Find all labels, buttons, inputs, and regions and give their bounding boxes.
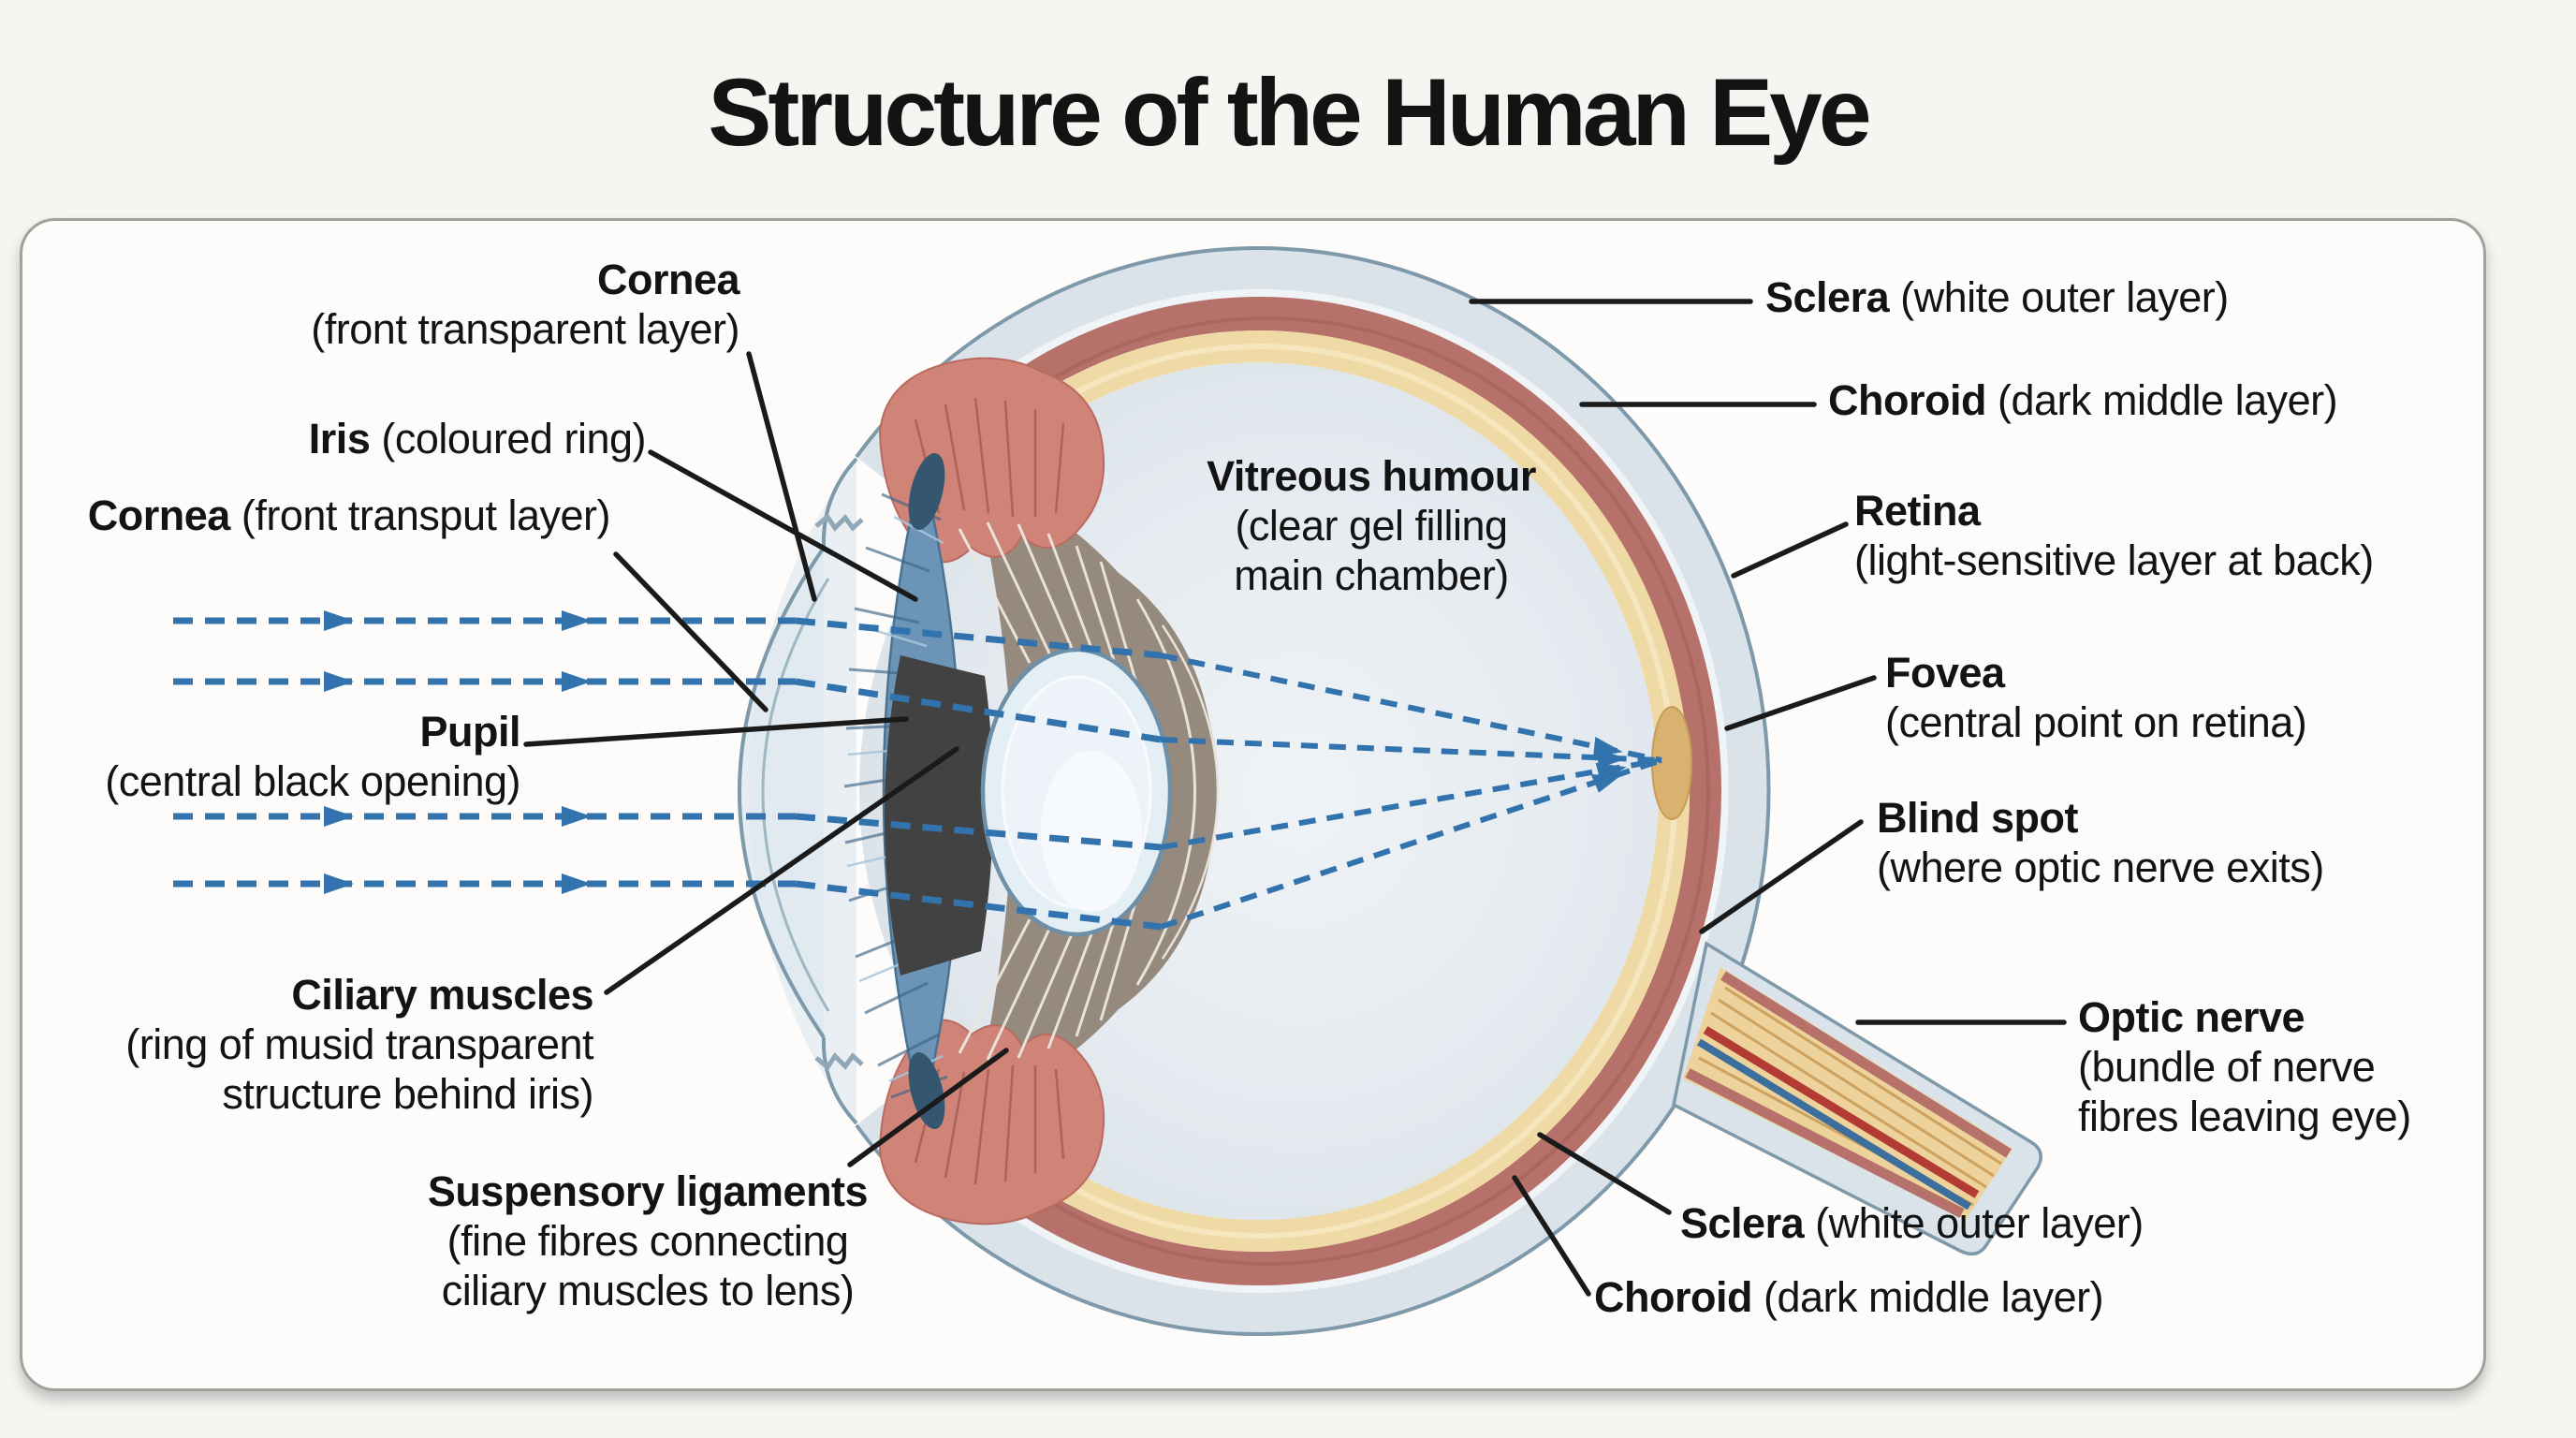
converging-rays — [1160, 653, 1662, 930]
label-retina: Retina (light-sensitive layer at back) — [1854, 486, 2374, 585]
label-suspensory: Suspensory ligaments (fine fibres connec… — [395, 1167, 900, 1315]
label-fovea-desc: (central point on retina) — [1885, 698, 2307, 746]
label-suspensory-desc1: (fine fibres connecting — [446, 1217, 849, 1265]
label-blind-spot: Blind spot (where optic nerve exits) — [1877, 793, 2324, 892]
leader-retina — [1731, 521, 1849, 579]
leader-sclera-bottom — [1537, 1132, 1672, 1215]
limbus-squiggle-bottom — [814, 1052, 864, 1071]
label-vitreous: Vitreous humour (clear gel filling main … — [1165, 451, 1577, 600]
label-sclera-bottom-desc: (white outer layer) — [1815, 1199, 2144, 1247]
label-blind-spot-name: Blind spot — [1877, 794, 2078, 842]
label-choroid-bottom-desc: (dark middle layer) — [1763, 1273, 2104, 1321]
label-suspensory-desc2: ciliary muscles to lens) — [441, 1267, 855, 1314]
iris-root-bottom — [908, 1052, 945, 1129]
label-suspensory-name: Suspensory ligaments — [427, 1167, 869, 1215]
label-cornea-front-desc: (front transparent layer) — [311, 305, 739, 353]
page-title: Structure of the Human Eye — [708, 59, 1871, 166]
label-cornea-left-name: Cornea — [87, 492, 231, 539]
label-vitreous-desc2: main chamber) — [1234, 551, 1509, 599]
light-rays — [173, 610, 1662, 931]
cornea-outer-arc — [738, 546, 826, 1039]
label-ciliary: Ciliary muscles (ring of musid transpare… — [125, 970, 593, 1119]
label-iris: Iris (coloured ring) — [308, 414, 647, 463]
leader-lines — [523, 299, 2067, 1297]
optic-nerve — [1672, 941, 2042, 1256]
label-sclera-bottom-name: Sclera — [1680, 1199, 1805, 1247]
label-sclera-top: Sclera (white outer layer) — [1765, 272, 2229, 322]
cornea-limbus-bottom — [821, 1036, 858, 1125]
leader-cornea-front — [746, 351, 817, 602]
label-choroid-top-name: Choroid — [1828, 376, 1986, 424]
leader-cornea-left — [613, 551, 768, 712]
limbus-squiggle-top — [814, 513, 864, 532]
label-retina-desc: (light-sensitive layer at back) — [1854, 536, 2374, 584]
label-iris-name: Iris — [308, 415, 371, 462]
label-pupil-desc: (central black opening) — [105, 757, 520, 805]
label-pupil-name: Pupil — [419, 708, 521, 756]
label-cornea-left: Cornea (front transput layer) — [87, 491, 611, 540]
label-iris-desc: (coloured ring) — [381, 415, 646, 462]
incoming-rays — [173, 617, 1162, 931]
eyeball-outline — [855, 246, 1771, 1336]
label-ciliary-name: Ciliary muscles — [291, 971, 593, 1019]
label-retina-name: Retina — [1854, 487, 1981, 535]
label-optic-nerve: Optic nerve (bundle of nerve fibres leav… — [2078, 992, 2411, 1141]
label-choroid-top: Choroid (dark middle layer) — [1828, 375, 2338, 425]
label-vitreous-desc1: (clear gel filling — [1235, 502, 1508, 550]
cornea-inner-arc — [761, 578, 830, 1012]
label-ciliary-desc1: (ring of musid transparent — [125, 1020, 593, 1068]
ray-arrowhead-icons — [324, 610, 1627, 894]
label-fovea-name: Fovea — [1885, 649, 2005, 697]
label-pupil: Pupil (central black opening) — [105, 707, 520, 806]
label-sclera-bottom: Sclera (white outer layer) — [1680, 1198, 2144, 1248]
label-cornea-left-desc: (front transput layer) — [241, 492, 611, 539]
label-sclera-top-name: Sclera — [1765, 273, 1890, 321]
pupil — [885, 655, 994, 976]
label-choroid-bottom-name: Choroid — [1594, 1273, 1752, 1321]
label-choroid-bottom: Choroid (dark middle layer) — [1594, 1272, 2104, 1322]
label-optic-nerve-name: Optic nerve — [2078, 993, 2305, 1041]
leader-choroid-bottom — [1512, 1175, 1591, 1297]
iris-root-top — [908, 453, 945, 530]
label-cornea-front: Cornea (front transparent layer) — [311, 255, 739, 354]
label-cornea-front-name: Cornea — [596, 256, 740, 303]
central-retinal-vein — [1696, 1038, 1972, 1211]
leader-ciliary — [604, 746, 959, 995]
label-blind-spot-desc: (where optic nerve exits) — [1877, 844, 2324, 891]
choroid-streak — [962, 316, 1710, 1266]
cornea-limbus-top — [821, 457, 858, 549]
lens-highlight — [1041, 751, 1142, 912]
fovea-spot — [1651, 706, 1692, 820]
leader-fovea — [1724, 675, 1877, 731]
label-ciliary-desc2: structure behind iris) — [222, 1070, 593, 1118]
label-choroid-top-desc: (dark middle layer) — [1997, 376, 2338, 424]
label-fovea: Fovea (central point on retina) — [1885, 648, 2307, 747]
label-optic-nerve-desc1: (bundle of nerve — [2078, 1043, 2376, 1091]
nerve-choroid-top — [1720, 971, 2012, 1158]
label-vitreous-name: Vitreous humour — [1207, 452, 1536, 500]
nerve-choroid-bottom — [1685, 1068, 1965, 1218]
label-optic-nerve-desc2: fibres leaving eye) — [2078, 1093, 2411, 1140]
central-retinal-artery — [1703, 1026, 1980, 1198]
leader-blind-spot — [1699, 819, 1864, 934]
leader-iris — [648, 449, 918, 602]
leader-suspensory — [847, 1048, 1009, 1167]
label-sclera-top-desc: (white outer layer) — [1900, 273, 2229, 321]
leader-pupil — [523, 716, 909, 747]
suspensory-ligament-fibres — [958, 521, 1220, 1061]
